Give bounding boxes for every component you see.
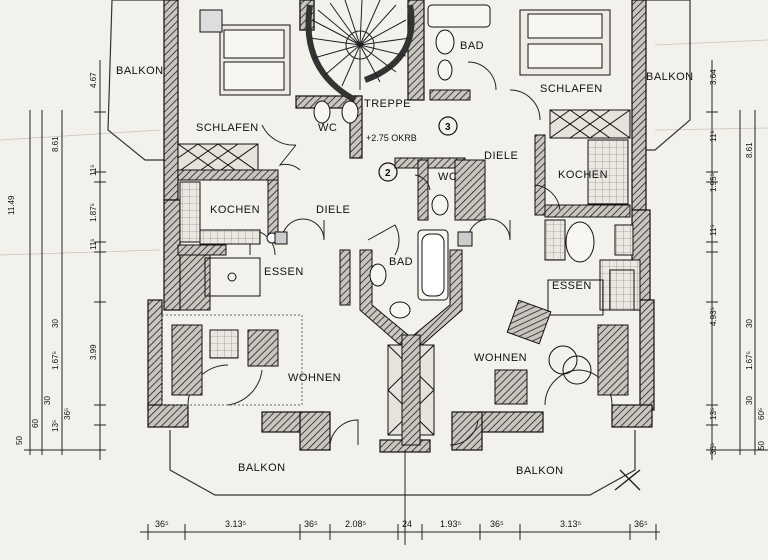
label-diele-right: DIELE [484,150,518,162]
dim-left-13: 13⁵ [51,420,60,432]
dim-bottom-5: 24 [402,519,412,529]
dim-right-13: 36⁵ [709,443,718,455]
dim-left-14: 36⁵ [63,408,72,420]
label-bad-top: BAD [460,40,484,52]
label-schlafen-left: SCHLAFEN [196,122,259,134]
label-wohnen-left: WOHNEN [288,372,341,384]
dim-left-11: 60 [31,419,40,428]
label-balkon-left-top: BALKON [116,65,164,77]
label-diele-left: DIELE [316,204,350,216]
outer-walls [147,0,655,453]
door-swings [187,61,613,446]
marker-circle-3 [438,116,458,136]
dim-left-2: 8.61 [51,136,60,152]
dim-right-6: 4.93⁵ [709,307,718,326]
dim-left-9: 1.67⁵ [51,351,60,370]
dimension-lines [24,60,768,540]
dim-right-11: 30 [745,396,754,405]
dim-right-10: 60⁵ [757,408,766,420]
label-balkon-right-top: BALKON [646,71,694,83]
marker-3-label: 3 [445,122,451,133]
dim-left-3: 11.49 [7,195,16,215]
dim-right-12: 13⁵ [709,408,718,420]
dim-left-8: 30 [51,319,60,328]
label-bad-center: BAD [389,256,413,268]
dim-right-7: 30 [745,319,754,328]
dim-left-1: 4.67 [89,72,98,88]
dim-right-9: 50 [757,441,766,450]
label-treppe: TREPPE [364,98,411,110]
balcony-outlines [107,0,691,496]
label-wohnen-right: WOHNEN [474,352,527,364]
dim-right-4: 1.95⁵ [709,173,718,192]
dim-left-10: 50 [15,436,24,445]
dim-right-3: 11⁵ [709,130,718,142]
label-balkon-bottom-left: BALKON [238,462,286,474]
label-essen-left: ESSEN [264,266,304,278]
dim-bottom-1: 36⁵ [155,519,169,529]
dim-bottom-9: 36⁵ [634,519,648,529]
dim-left-5: 1.87⁵ [89,203,98,222]
label-kochen-left: KOCHEN [210,204,260,216]
dim-left-6: 11⁵ [89,238,98,250]
dim-left-12: 30 [43,396,52,405]
label-wc-right: WC [438,171,457,183]
furniture [161,4,635,406]
dim-bottom-7: 36⁵ [490,519,504,529]
dim-right-5: 11⁵ [709,224,718,236]
marker-2-label: 2 [385,168,391,179]
dim-bottom-3: 36⁵ [304,519,318,529]
dim-bottom-6: 1.93⁵ [440,519,462,529]
dim-right-1: 3.64 [709,69,718,85]
dim-left-4: 11⁵ [89,164,98,176]
label-kochen-right: KOCHEN [558,169,608,181]
label-schlafen-right: SCHLAFEN [540,83,603,95]
north-mark-icon [614,469,641,491]
dim-bottom-8: 3.13⁵ [560,519,582,529]
dim-bottom-2: 3.13⁵ [225,519,247,529]
label-essen-right: ESSEN [552,280,592,292]
spiral-staircase [305,0,415,103]
label-wc-left: WC [318,122,337,134]
label-balkon-bottom-right: BALKON [516,465,564,477]
dim-right-2: 8.61 [745,142,754,158]
dim-left-7: 3.99 [89,344,98,360]
interior-walls [177,89,641,446]
dim-right-8: 1.67⁵ [745,351,754,370]
dim-bottom-4: 2.08⁵ [345,519,367,529]
elevation-label: +2.75 OKRB [366,133,417,143]
marker-circle-2 [378,162,398,182]
